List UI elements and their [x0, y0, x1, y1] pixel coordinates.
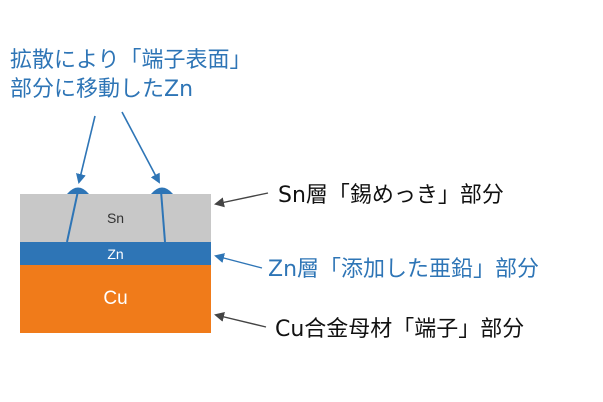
- diffusion-label-line2: 部分に移動したZn: [10, 77, 194, 102]
- diffusion-arrow-right: [121, 111, 160, 184]
- cu-layer-label: Cu: [103, 288, 128, 309]
- sn-callout-arrow: [214, 192, 269, 208]
- zn-layer-label: Zn: [107, 245, 124, 262]
- diffusion-arrow-left: [76, 115, 96, 184]
- sn-layer: Sn: [20, 194, 211, 242]
- diffusion-label: 拡散により「端子表面」 部分に移動したZn: [10, 46, 252, 104]
- sn-layer-label: Sn: [106, 210, 125, 226]
- cu-callout-arrow: [214, 312, 267, 328]
- sn-callout-label: Sn層「錫めっき」部分: [278, 183, 504, 208]
- cu-callout-label: Cu合金母材「端子」部分: [275, 317, 525, 342]
- zn-callout-arrow: [214, 253, 263, 269]
- diffusion-label-line1: 拡散により「端子表面」: [10, 48, 252, 73]
- zn-layer: Zn: [20, 242, 211, 265]
- cu-layer: Cu: [20, 265, 211, 333]
- zn-callout-label: Zn層「添加した亜鉛」部分: [268, 257, 540, 282]
